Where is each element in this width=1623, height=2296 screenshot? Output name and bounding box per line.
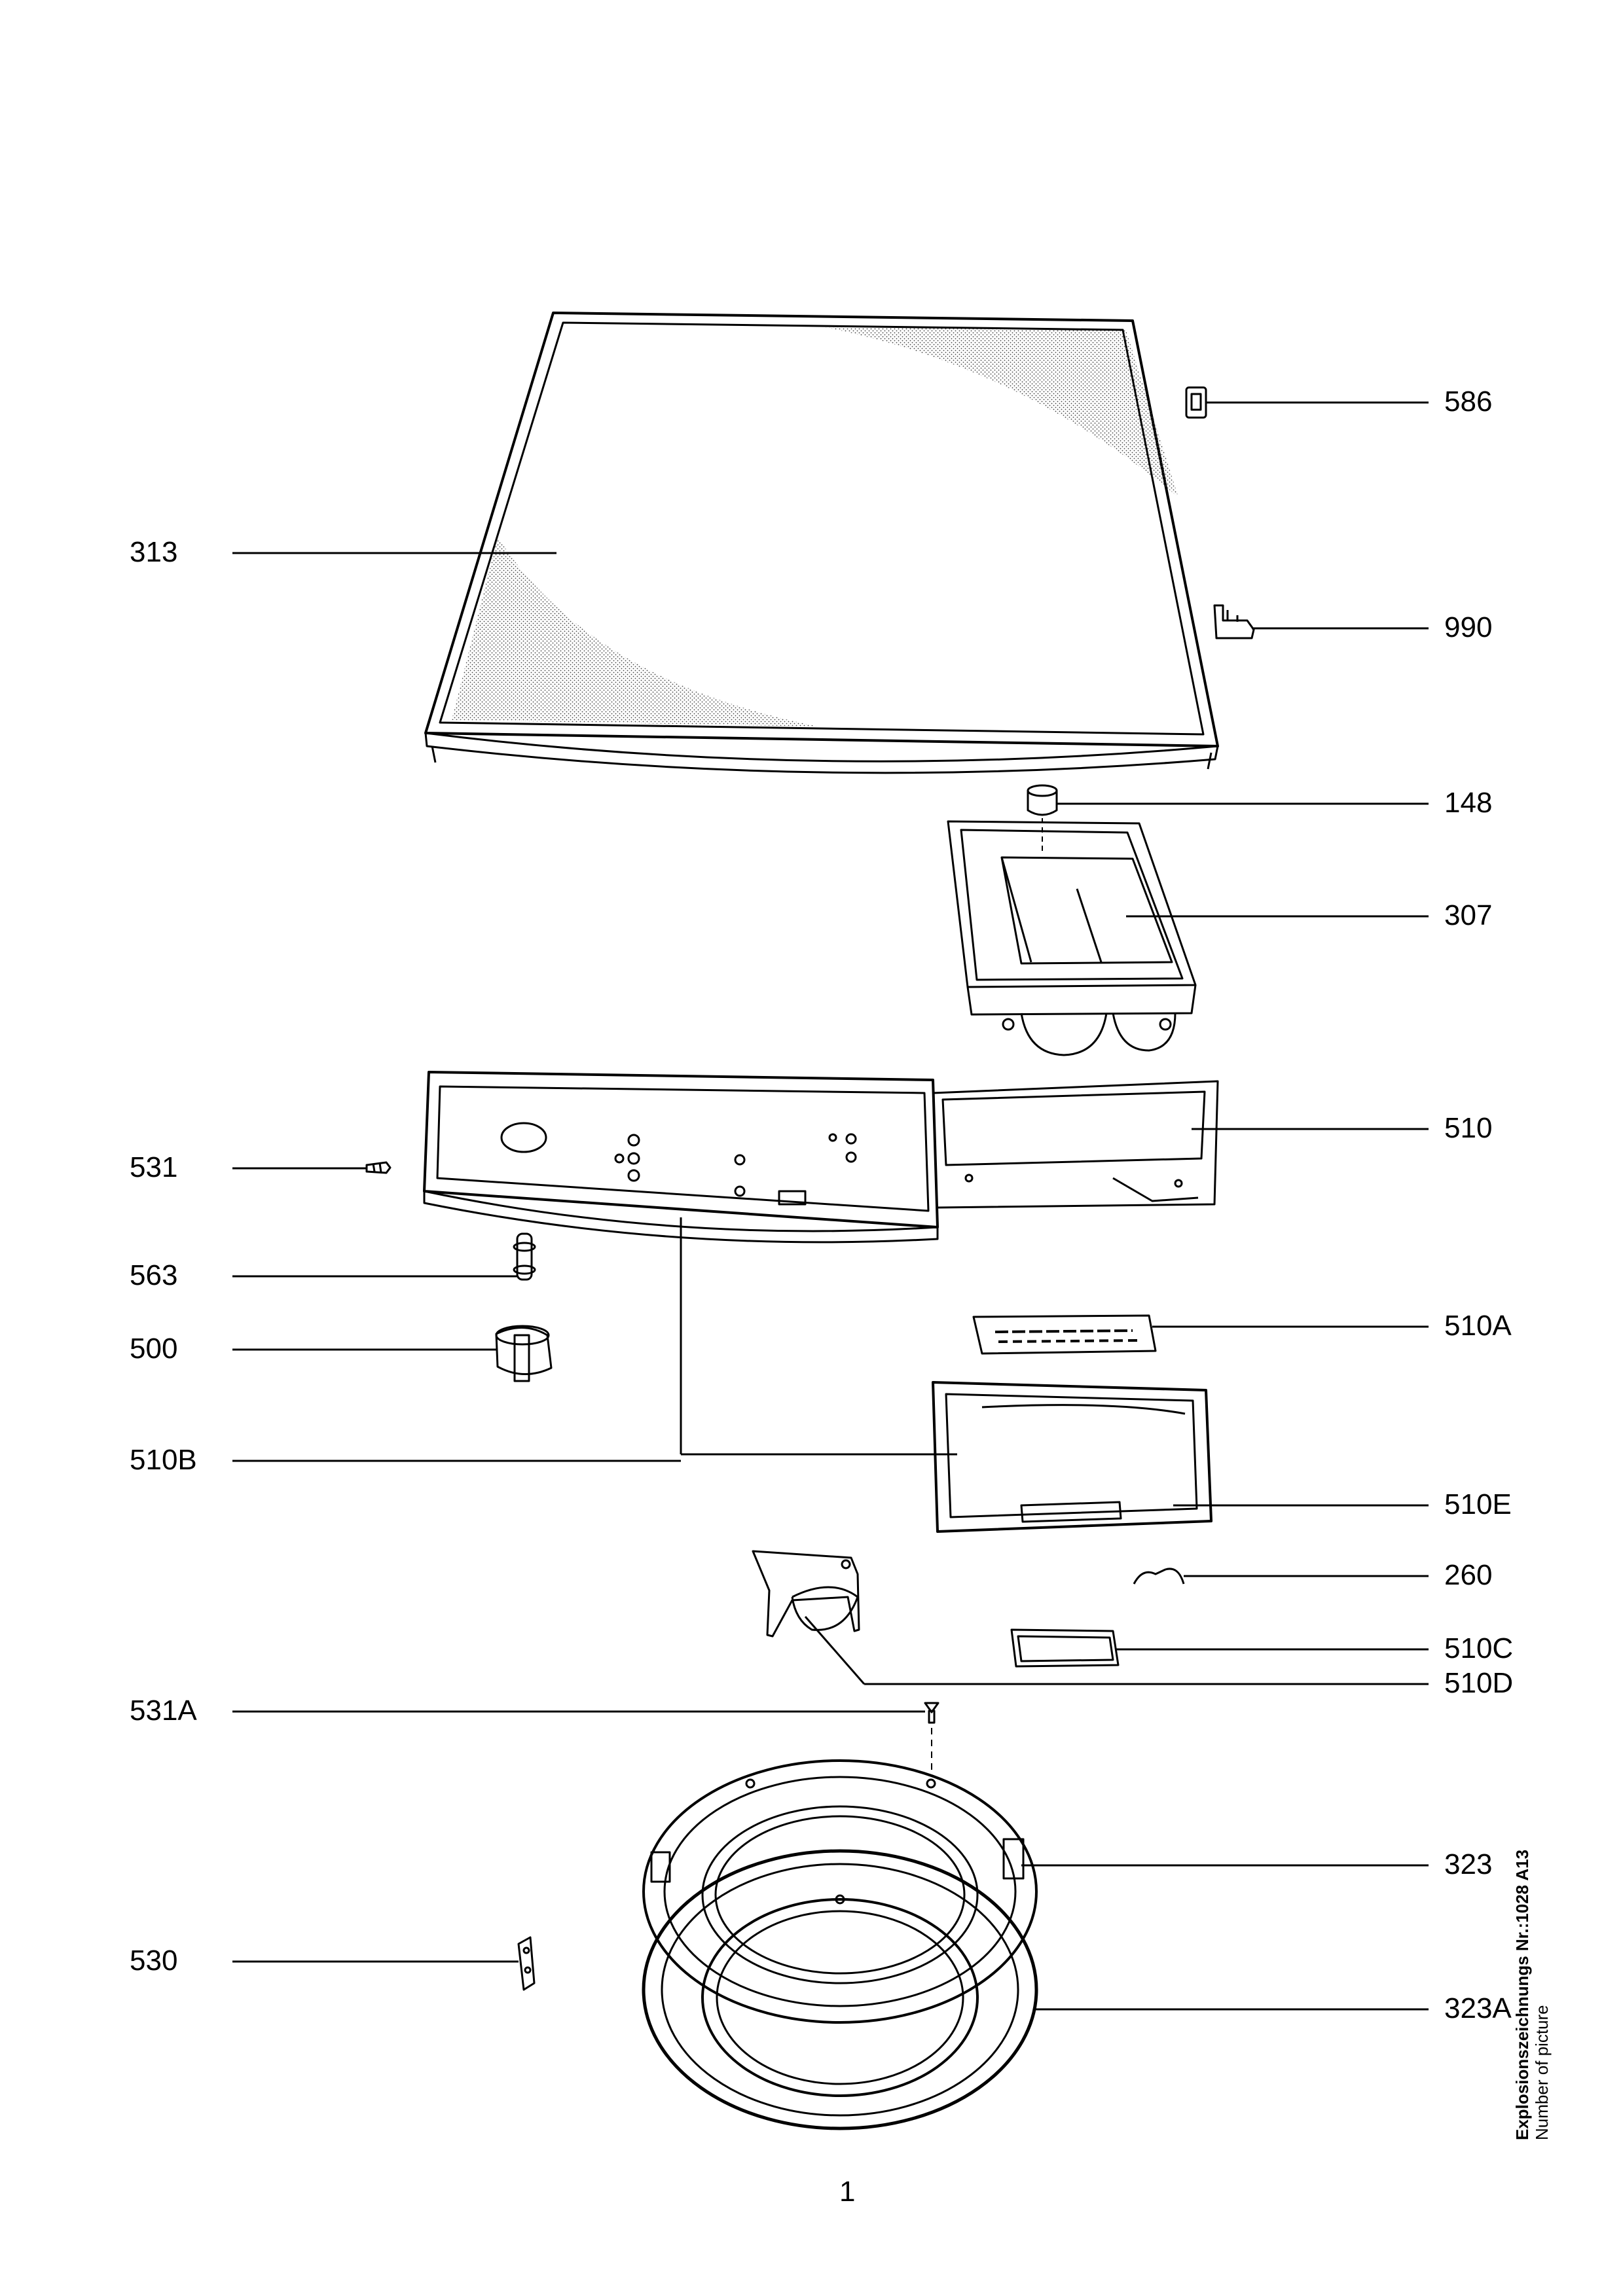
callout-148: 148: [1444, 787, 1493, 819]
callout-510B: 510B: [130, 1444, 197, 1476]
callout-586: 586: [1444, 386, 1493, 418]
drawing-number-line: Explosionszeichnungs Nr.:1028 A13: [1512, 1849, 1532, 2140]
callout-323: 323: [1444, 1848, 1493, 1880]
callout-500: 500: [130, 1333, 178, 1365]
callout-510C: 510C: [1444, 1632, 1514, 1664]
callout-323A: 323A: [1444, 1992, 1512, 2024]
callout-313: 313: [130, 536, 178, 568]
clip-586: [1185, 386, 1207, 419]
screw-531: [365, 1161, 392, 1174]
dispenser-drawer-307: [947, 820, 1197, 1056]
hinge-990: [1213, 604, 1255, 639]
callout-510: 510: [1444, 1112, 1493, 1144]
lock-bracket-510D: [752, 1550, 860, 1638]
catch-530: [517, 1936, 536, 1991]
control-panel-510: [423, 1071, 1219, 1244]
callout-531: 531: [130, 1151, 178, 1183]
callout-510E: 510E: [1444, 1488, 1512, 1520]
leader-lines: [232, 401, 1429, 2011]
button-510C: [1010, 1628, 1120, 1668]
cap-148: [1027, 784, 1058, 851]
lid-glass-313: [424, 312, 1219, 774]
callout-307: 307: [1444, 899, 1493, 931]
callout-990: 990: [1444, 611, 1493, 643]
pin-563: [513, 1232, 536, 1281]
spring-260: [1133, 1568, 1185, 1585]
callout-530: 530: [130, 1945, 178, 1977]
knob-500: [495, 1325, 553, 1382]
callout-563: 563: [130, 1259, 178, 1291]
page-number: 1: [839, 2176, 856, 2208]
picture-number-caption: Number of picture: [1532, 2005, 1552, 2140]
callout-510D: 510D: [1444, 1667, 1514, 1699]
callout-531A: 531A: [130, 1695, 197, 1727]
label-strip-510A: [972, 1314, 1157, 1355]
callout-510A: 510A: [1444, 1310, 1512, 1342]
door-frame-323: [642, 1759, 1038, 2024]
group-bracket-510B: [680, 1217, 957, 1456]
door-ring-323A: [642, 1849, 1038, 2130]
drawing-number-note: Explosionszeichnungs Nr.:1028 A13 Number…: [1512, 1850, 1552, 2140]
screw-531A: [924, 1702, 939, 1774]
callout-260: 260: [1444, 1559, 1493, 1591]
drawer-front-510E: [932, 1381, 1213, 1533]
